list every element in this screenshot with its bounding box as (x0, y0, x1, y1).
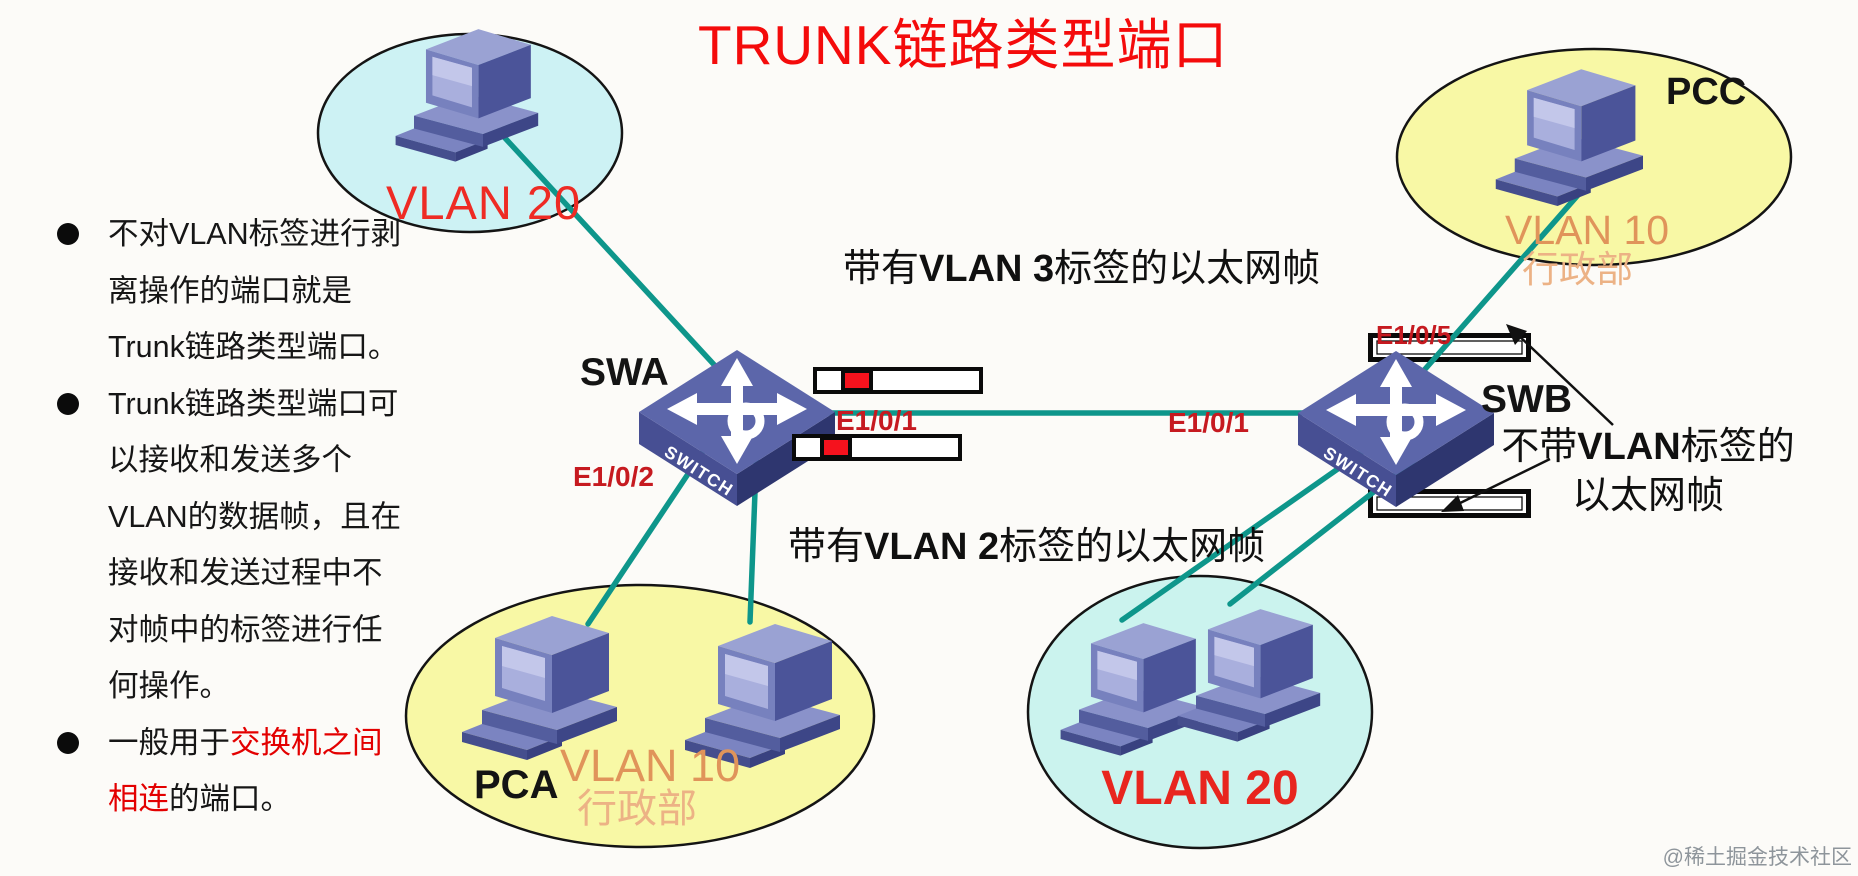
notes-list: 不对VLAN标签进行剥离操作的端口就是Trunk链路类型端口。 Trunk链路类… (50, 206, 410, 828)
zone-label-vlan20-bottom-right: VLAN 20 (1101, 762, 1299, 815)
zone-dept-top-right: 行政部 (1522, 249, 1633, 290)
port-label-e105: E1/0/5 (1376, 320, 1452, 350)
annotation-tag: VLAN (1577, 426, 1681, 468)
pc-label-pca: PCA (474, 763, 559, 807)
port-label-e101-swa: E1/0/1 (836, 405, 917, 436)
annotation-suffix: 标签的以太网帧 (999, 526, 1266, 568)
annotation-prefix: 不带 (1501, 426, 1578, 468)
note-text-suffix: 的端口。 (169, 782, 291, 816)
note-text: 不对VLAN标签进行剥离操作的端口就是Trunk链路类型端口。 (108, 217, 402, 364)
annotation-prefix: 带有 (843, 248, 920, 290)
bullet-icon (57, 392, 79, 415)
annotation-tag: VLAN 2 (864, 526, 1000, 568)
annotation-suffix: 标签的以太网帧 (1054, 248, 1321, 290)
annotation-untagged-line2: 以太网帧 (1571, 475, 1724, 517)
annotation-tagged-vlan2: 带有VLAN 2标签的以太网帧 (788, 526, 1266, 568)
note-text-highlight: 交换机之间相连 (108, 725, 383, 817)
annotation-suffix: 标签的 (1680, 426, 1795, 468)
pc-label-pcc: PCC (1666, 71, 1747, 113)
arrowhead-icon-bottom (1441, 495, 1464, 512)
annotation-untagged-line1: 不带VLAN标签的 (1498, 423, 1798, 472)
tagged-frame-icon-vlan3 (813, 367, 983, 394)
switch-label-swb: SWB (1481, 378, 1572, 421)
annotation-tagged-vlan3: 带有VLAN 3标签的以太网帧 (843, 248, 1321, 290)
arrowhead-icon-top (1506, 324, 1527, 345)
bullet-icon (57, 223, 79, 245)
link-pc-tl-swa (502, 135, 745, 398)
switch-label-swa: SWA (580, 351, 669, 394)
note-text-prefix: 一般用于 (108, 725, 230, 760)
switch-icon-swb: SWITCH (1298, 351, 1494, 507)
zone-label-vlan20-top-left: VLAN 20 (386, 176, 582, 229)
port-label-e102: E1/0/2 (573, 461, 654, 492)
page-title: TRUNK链路类型端口 (698, 14, 1229, 76)
link-swb-pc-br1 (1119, 442, 1375, 623)
annotation-prefix: 带有 (788, 526, 865, 568)
annotation-tag: VLAN 3 (919, 248, 1055, 290)
note-text: Trunk链路类型端口可以接收和发送多个VLAN的数据帧，且在接收和发送过程中不… (108, 386, 402, 704)
annotation-untagged: 不带VLAN标签的 以太网帧 (1498, 423, 1798, 521)
list-item: Trunk链路类型端口可以接收和发送多个VLAN的数据帧，且在接收和发送过程中不… (50, 376, 410, 715)
link-pcc-swb (1402, 192, 1581, 395)
watermark: @稀土掘金技术社区 (1662, 846, 1852, 869)
tagged-frame-icon-vlan2 (792, 434, 962, 461)
list-item: 不对VLAN标签进行剥离操作的端口就是Trunk链路类型端口。 (50, 206, 410, 376)
port-label-e101-swb: E1/0/1 (1168, 407, 1249, 438)
zone-label-vlan10-top-right: VLAN 10 (1505, 207, 1670, 253)
zone-label-vlan10-bottom-left: VLAN 10 (560, 740, 741, 791)
bullet-icon (57, 731, 79, 754)
zone-dept-bottom-left: 行政部 (577, 787, 697, 831)
leader-arrows (1451, 332, 1614, 509)
list-item: 一般用于交换机之间相连的端口。 (50, 715, 410, 828)
